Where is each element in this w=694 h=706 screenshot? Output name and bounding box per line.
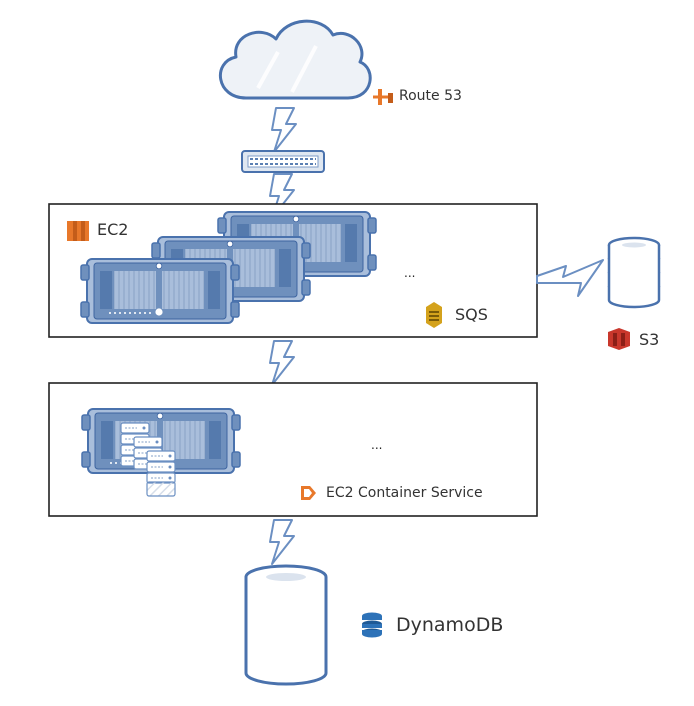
sqs-icon xyxy=(426,302,442,328)
ellipsis-top: ... xyxy=(404,266,416,280)
lightning-icon xyxy=(269,519,295,565)
container-icon xyxy=(120,422,176,497)
route53-icon xyxy=(373,89,393,105)
server-icon xyxy=(80,258,240,324)
ellipsis-bottom: ... xyxy=(371,438,383,452)
sqs-label: SQS xyxy=(455,305,488,324)
ecs-icon xyxy=(301,486,316,500)
ec2-label: EC2 xyxy=(97,220,129,239)
network-switch-icon xyxy=(241,150,325,173)
ec2-icon xyxy=(67,221,89,241)
database-icon xyxy=(244,564,328,686)
route53-label: Route 53 xyxy=(399,88,462,104)
dynamodb-label: DynamoDB xyxy=(396,614,504,636)
ecs-label: EC2 Container Service xyxy=(326,485,483,501)
lightning-icon xyxy=(271,107,297,153)
lightning-icon xyxy=(536,259,604,297)
s3-icon xyxy=(608,328,630,350)
dynamodb-icon xyxy=(362,612,382,638)
cloud-icon xyxy=(219,19,372,100)
s3-label: S3 xyxy=(639,330,660,349)
database-icon xyxy=(607,236,661,309)
lightning-icon xyxy=(269,340,295,386)
